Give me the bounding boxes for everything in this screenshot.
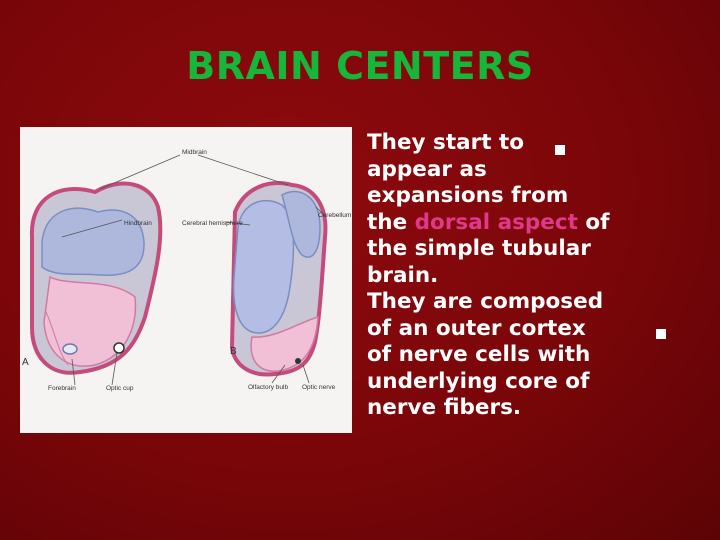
label-hindbrain: Hindbrain (124, 220, 152, 227)
bullet-1-line: the dorsal aspect of (367, 210, 697, 237)
label-cerebral-hemisphere: Cerebral hemisphere (182, 220, 243, 227)
label-panel-a: A (22, 357, 29, 368)
label-panel-b: B (230, 346, 237, 357)
label-midbrain: Midbrain (182, 149, 207, 156)
bullet-1-line: They start to (367, 130, 525, 155)
bullet-2-line: They are composed (367, 289, 604, 314)
highlighted-term: dorsal aspect (414, 209, 578, 235)
leader-lines (61, 154, 327, 386)
bullet-1: They start to appear as expansions from … (367, 130, 697, 289)
bullet-marker-2 (656, 329, 666, 339)
brain-development-figure: Midbrain Hindbrain Cerebral hemisphere C… (20, 127, 352, 433)
bullet-1-line: the simple tubular (367, 236, 591, 261)
bullet-2-line: underlying core of (367, 368, 590, 394)
panel-b-drawing (229, 181, 328, 377)
text-before-highlight: the (367, 209, 415, 235)
bullet-2: They are composed of an outer cortex of … (367, 289, 697, 422)
bullet-1-line: expansions from (367, 183, 569, 208)
label-optic-nerve: Optic nerve (302, 384, 336, 391)
bullet-1-line: appear as (367, 156, 487, 182)
bullet-2-line: of nerve cells with (367, 342, 591, 367)
label-optic-cup: Optic cup (106, 385, 134, 392)
bullet-2-line: of an outer cortex (367, 315, 586, 341)
text-after-highlight: of (577, 209, 610, 235)
panel-a-drawing (29, 181, 163, 375)
bullet-marker-1 (555, 145, 565, 155)
bullet-2-line: nerve fibers. (367, 395, 522, 420)
label-cerebellum: Cerebellum (318, 212, 351, 219)
slide-title: BRAIN CENTERS (186, 44, 534, 88)
bullet-list: They start to appear as expansions from … (367, 130, 697, 422)
bullet-1-line: brain. (367, 262, 439, 288)
label-olfactory-bulb: Olfactory bulb (248, 384, 288, 391)
label-forebrain: Forebrain (48, 385, 76, 392)
